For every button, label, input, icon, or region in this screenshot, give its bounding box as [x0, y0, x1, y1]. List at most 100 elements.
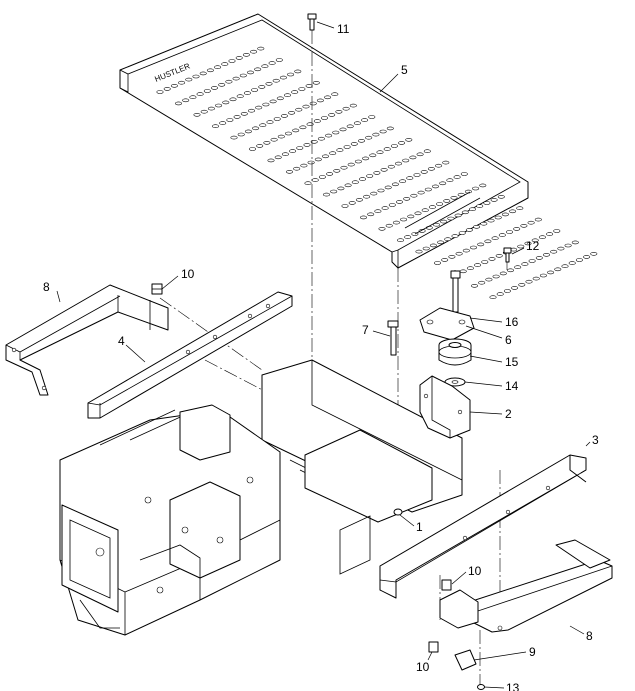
- deck-perforation: [324, 95, 332, 100]
- deck-perforation: [351, 180, 359, 184]
- deck-perforation: [200, 109, 208, 114]
- deck-perforation: [267, 158, 275, 163]
- deck-perforation: [211, 86, 219, 90]
- deck-perforation: [193, 113, 201, 117]
- deck-perforation: [332, 130, 340, 135]
- deck-perforation: [406, 176, 414, 180]
- deck-perforation: [435, 163, 443, 168]
- deck-perforation: [275, 58, 283, 62]
- deck-perforation: [289, 149, 297, 153]
- deck-perforation: [538, 235, 546, 239]
- deck-plate-part-5: HUSTLER: [119, 13, 598, 300]
- deck-perforation: [344, 183, 352, 188]
- deck-perforation: [369, 153, 377, 158]
- deck-perforation: [509, 209, 517, 214]
- deck-perforation: [444, 237, 452, 241]
- deck-perforation: [276, 96, 284, 101]
- deck-perforation: [307, 160, 315, 165]
- deck-perforation: [258, 85, 266, 89]
- deck-perforation: [453, 175, 461, 179]
- deck-perforation: [348, 201, 356, 205]
- deck-perforation: [206, 68, 214, 73]
- deck-perforation: [427, 167, 435, 171]
- deck-perforation: [336, 148, 344, 152]
- deck-perforation: [279, 75, 287, 80]
- deck-perforation: [546, 232, 554, 236]
- callout-2: 2: [505, 407, 512, 421]
- deck-perforation: [299, 125, 307, 130]
- deck-perforation: [228, 59, 236, 63]
- deck-perforation: [300, 163, 308, 168]
- deck-perforation: [454, 213, 462, 218]
- deck-perforation: [488, 257, 496, 261]
- callout-13: 13: [506, 681, 520, 691]
- deck-perforation: [495, 254, 503, 258]
- deck-perforation: [433, 261, 441, 265]
- deck-perforation: [263, 141, 271, 145]
- deck-perforation: [252, 126, 260, 131]
- deck-perforation: [443, 199, 451, 203]
- deck-perforation: [394, 161, 402, 166]
- deck-perforation: [192, 74, 200, 79]
- deck-perforation: [458, 231, 466, 235]
- deck-perforation: [335, 110, 343, 114]
- deck-perforation: [469, 245, 477, 250]
- deck-perforation: [460, 172, 468, 176]
- deck-perforation: [317, 136, 325, 141]
- deck-perforation: [357, 139, 365, 143]
- deck-perforation: [379, 129, 387, 134]
- deck-perforation: [554, 267, 562, 272]
- deck-perforation: [388, 203, 396, 207]
- deck-perforation: [531, 238, 539, 243]
- deck-perforation: [233, 115, 241, 119]
- deck-perforation: [399, 179, 407, 183]
- deck-perforation: [215, 103, 223, 108]
- deck-perforation: [284, 131, 292, 136]
- deck-perforation: [381, 206, 389, 210]
- deck-perforation: [418, 229, 426, 233]
- deck-perforation: [372, 132, 380, 137]
- deck-perforations: [156, 46, 598, 300]
- deck-perforation: [329, 151, 337, 155]
- deck-perforation: [287, 72, 295, 77]
- chassis-frame: [59, 359, 463, 636]
- deck-perforation: [385, 223, 393, 228]
- deck-perforation: [517, 244, 525, 249]
- deck-perforation: [428, 205, 436, 209]
- callout-11: 11: [337, 22, 350, 36]
- deck-perforation: [243, 91, 251, 95]
- callout-10c: 10: [416, 660, 430, 674]
- deck-perforation: [448, 254, 456, 259]
- deck-perforation: [387, 164, 395, 169]
- deck-perforation: [477, 242, 485, 247]
- deck-perforation: [373, 171, 381, 175]
- deck-perforation: [306, 122, 314, 126]
- deck-perforation: [450, 196, 458, 200]
- callout-10a: 10: [181, 267, 195, 281]
- deck-perforation: [524, 241, 532, 246]
- deck-perforation: [380, 168, 388, 172]
- deck-perforation: [203, 89, 211, 93]
- deck-perforation: [446, 178, 454, 182]
- deck-perforation: [281, 152, 289, 156]
- deck-perforation: [219, 121, 227, 125]
- isolator-mount-assembly: [387, 270, 475, 439]
- callout-10b: 10: [468, 564, 482, 578]
- deck-perforation: [494, 215, 502, 220]
- deck-perforation: [429, 243, 437, 248]
- deck-perforation: [465, 228, 473, 232]
- deck-perforation: [496, 292, 504, 296]
- deck-perforation: [528, 259, 536, 263]
- deck-perforation: [489, 295, 497, 300]
- deck-perforation: [532, 276, 540, 281]
- deck-perforation: [339, 127, 347, 132]
- callout-1: 1: [416, 520, 423, 534]
- deck-perforation: [237, 132, 245, 137]
- deck-perforation: [325, 133, 333, 138]
- deck-perforation: [501, 212, 509, 217]
- deck-perforation: [403, 197, 411, 201]
- deck-perforation: [459, 269, 467, 274]
- deck-perforation: [270, 137, 278, 142]
- deck-perforation: [424, 187, 432, 192]
- deck-perforation: [239, 73, 247, 78]
